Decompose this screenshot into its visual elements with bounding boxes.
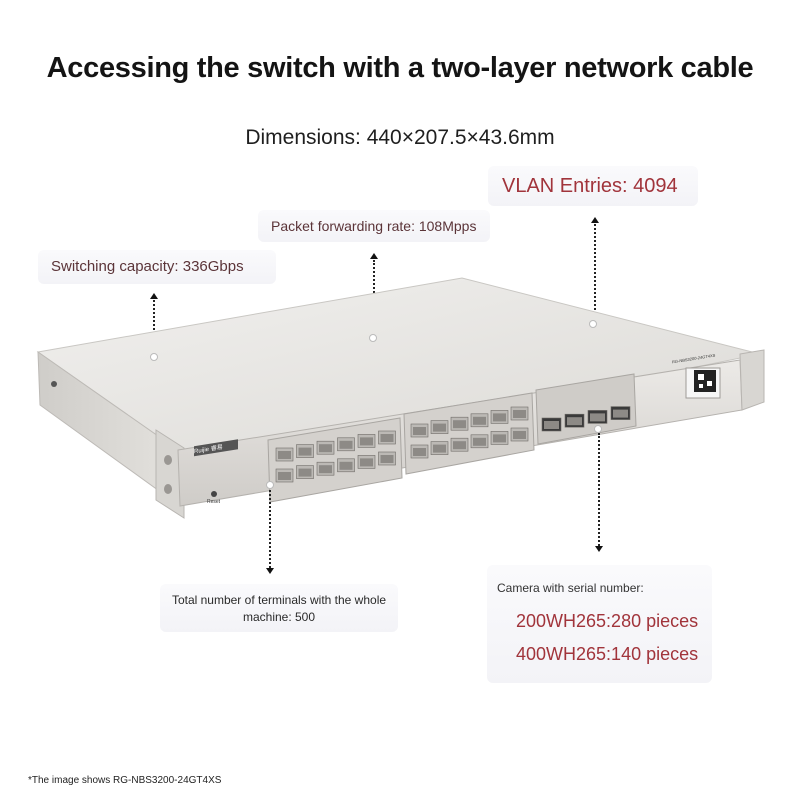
port-socket	[380, 455, 394, 463]
port-socket	[413, 448, 426, 456]
port-socket	[319, 444, 332, 453]
terminals-callout: Total number of terminals with the whole…	[160, 584, 398, 632]
port-socket	[319, 465, 332, 474]
vlan-leader-line	[594, 224, 596, 318]
switching-arrow-icon	[150, 293, 158, 299]
port-socket	[473, 437, 486, 446]
vlan-entries-label: VLAN Entries: 4094	[502, 175, 678, 197]
port-socket	[513, 410, 526, 418]
camera-200wh265-label: 200WH265:280 pieces	[516, 611, 699, 631]
packet-rate-callout: Packet forwarding rate: 108Mpps	[258, 210, 490, 242]
port-socket	[380, 434, 394, 442]
camera-leader-line	[598, 433, 600, 546]
terminals-arrow-icon	[266, 568, 274, 574]
port-socket	[298, 468, 312, 477]
vlan-callout: VLAN Entries: 4094	[488, 166, 698, 206]
port-socket	[360, 437, 373, 446]
switching-callout: Switching capacity: 336Gbps	[38, 250, 276, 284]
port-socket	[513, 431, 526, 439]
camera-heading: Camera with serial number:	[497, 581, 644, 595]
camera-callout: Camera with serial number: 200WH265:280 …	[487, 565, 712, 683]
terminals-label: Total number of terminals with the whole…	[171, 593, 387, 624]
port-socket	[433, 444, 446, 453]
port-socket	[413, 427, 426, 435]
footnote: *The image shows RG-NBS3200-24GT4XS	[28, 775, 222, 786]
vlan-arrow-icon	[591, 217, 599, 223]
port-socket	[453, 420, 466, 429]
packet-rate-arrow-icon	[370, 253, 378, 259]
port-socket	[567, 417, 582, 426]
port-socket	[544, 421, 559, 429]
port-socket	[278, 451, 291, 459]
packet-rate-label: Packet forwarding rate: 108Mpps	[271, 218, 477, 234]
sfp-ports	[541, 406, 631, 432]
port-socket	[298, 447, 312, 456]
port-socket	[473, 416, 486, 425]
page-title: Accessing the switch with a two-layer ne…	[46, 52, 754, 84]
port-socket	[433, 423, 446, 432]
port-socket	[339, 461, 353, 470]
port-socket	[339, 440, 353, 449]
terminals-leader-line	[269, 490, 271, 568]
port-socket	[493, 434, 506, 443]
camera-400wh265-label: 400WH265:140 pieces	[516, 644, 699, 664]
port-socket	[613, 409, 628, 418]
rj45-ports-right	[410, 406, 529, 459]
dimensions-label: Dimensions: 440×207.5×43.6mm	[245, 126, 555, 149]
camera-arrow-icon	[595, 546, 603, 552]
port-socket	[453, 441, 466, 450]
port-socket	[493, 413, 506, 422]
switching-leader-line	[153, 300, 155, 354]
reset-label: Reset	[207, 499, 221, 505]
port-socket	[360, 458, 373, 467]
switching-capacity-label: Switching capacity: 336Gbps	[51, 258, 244, 275]
port-socket	[590, 413, 605, 422]
port-socket	[278, 472, 291, 480]
rj45-ports-left	[275, 430, 396, 483]
